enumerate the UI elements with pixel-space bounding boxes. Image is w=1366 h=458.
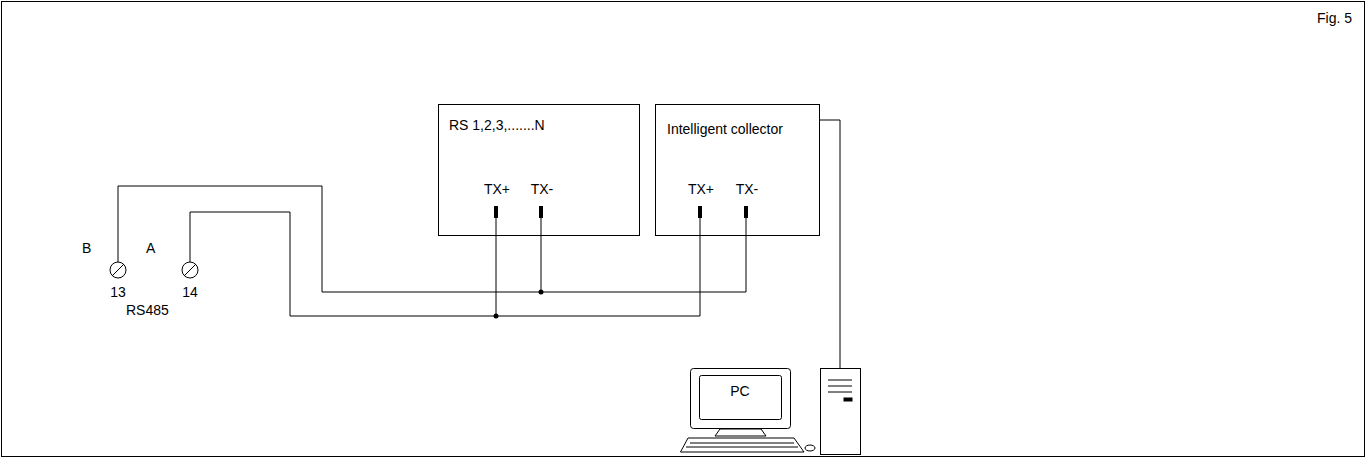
figure-number: Fig. 5	[1317, 10, 1352, 26]
bus-connector	[820, 120, 840, 368]
signal-name: A	[146, 240, 155, 256]
bus-connector	[496, 236, 700, 316]
pin-terminal	[494, 206, 748, 218]
device-box: Intelligent collectorTX+ TX-	[655, 104, 820, 236]
terminal-number: 13	[110, 284, 126, 300]
terminal-number: 14	[182, 284, 198, 300]
bus-connector	[541, 236, 746, 292]
computer-illustration	[680, 368, 870, 456]
pin-name: TX+	[688, 181, 714, 197]
pin-lead	[496, 218, 746, 236]
computer-node: PC	[680, 368, 870, 456]
pin-name: TX-	[531, 181, 554, 197]
pin-name: TX+	[484, 181, 510, 197]
port-name: RS485	[126, 302, 169, 318]
terminal-screw	[182, 262, 198, 278]
node-title: PC	[730, 383, 749, 399]
signal-name: B	[82, 240, 91, 256]
node-title: Intelligent collector	[667, 121, 783, 137]
bus-wire	[190, 212, 496, 316]
terminal-screw	[110, 262, 126, 278]
device-box: RS 1,2,3,.......N TX+ TX-	[438, 104, 640, 236]
bus-wire	[118, 186, 541, 292]
node-title: RS 1,2,3,.......N	[449, 117, 545, 133]
pin-name: TX-	[736, 181, 759, 197]
